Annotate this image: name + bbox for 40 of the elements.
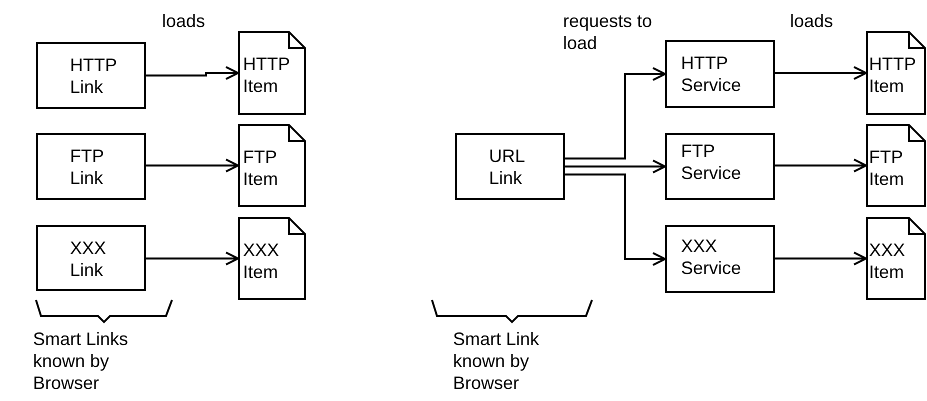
arrow [565, 67, 666, 160]
arrow [146, 66, 239, 80]
node-text: FTP Service [681, 140, 742, 184]
node-text: XXX Service [681, 235, 742, 279]
brace-caption: Smart Links known by Browser [33, 328, 130, 394]
process-box [665, 133, 775, 200]
node-text: URL Link [489, 145, 526, 189]
node-text: HTTP Item [869, 53, 917, 97]
document-shape [866, 124, 926, 207]
node-text: FTP Link [70, 145, 105, 189]
arrow [146, 252, 239, 266]
brace-caption: Smart Link known by Browser [453, 328, 540, 394]
node-text: FTP Item [243, 146, 280, 190]
process-box [665, 225, 775, 293]
node-text: XXX Item [243, 239, 280, 283]
arrow [565, 160, 666, 174]
document-shape [238, 124, 306, 207]
arrow [565, 174, 666, 266]
arrow [775, 158, 867, 172]
node-text: HTTP Item [243, 53, 291, 97]
node-text: HTTP Link [70, 54, 118, 98]
process-box [36, 225, 146, 291]
process-box [36, 42, 146, 109]
arrow [775, 252, 867, 266]
process-box [455, 133, 565, 200]
document-shape [238, 31, 306, 115]
node-text: FTP Item [869, 146, 906, 190]
node-text: XXX Link [70, 237, 108, 281]
document-shape [238, 217, 306, 300]
node-text: XXX Item [869, 239, 906, 283]
edge-caption: loads [162, 10, 206, 32]
document-shape [866, 217, 926, 300]
process-box [665, 40, 775, 108]
arrow [775, 66, 867, 80]
edge-caption: requests to load [563, 10, 653, 54]
node-text: HTTP Service [681, 52, 742, 96]
document-shape [866, 31, 926, 115]
edge-caption: loads [790, 10, 834, 32]
arrow [146, 158, 239, 172]
process-box [36, 133, 146, 200]
